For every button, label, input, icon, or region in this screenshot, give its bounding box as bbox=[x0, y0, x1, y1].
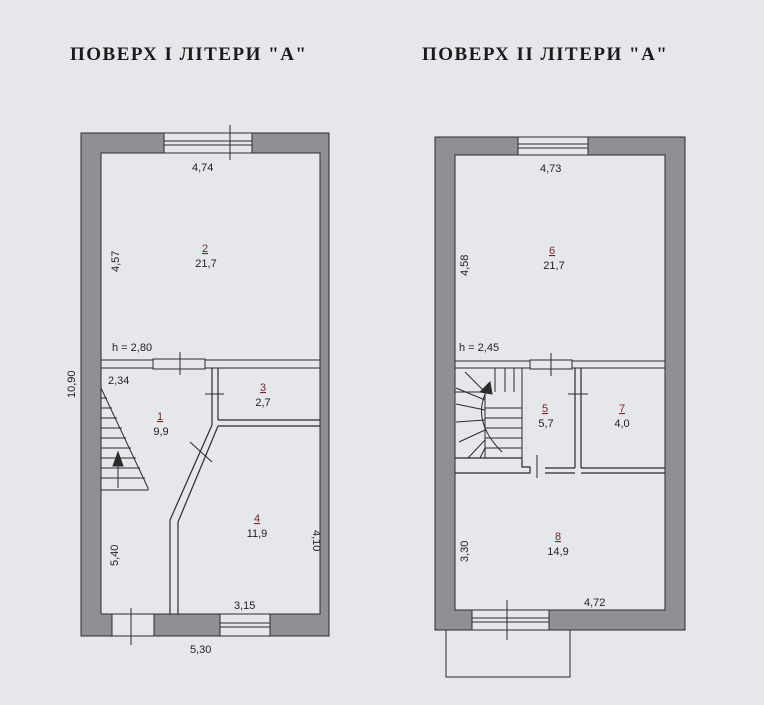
room-4-area: 11,9 bbox=[247, 528, 268, 540]
room-1-number: 1 bbox=[157, 411, 163, 423]
floor-1-height-label: h = 2,80 bbox=[112, 342, 152, 354]
room-7-area: 4,0 bbox=[614, 418, 629, 430]
floor-1-dim-bottom-inner: 3,15 bbox=[234, 600, 255, 612]
room-8-number: 8 bbox=[555, 531, 561, 543]
room-1-area: 9,9 bbox=[153, 426, 168, 438]
room-5-area: 5,7 bbox=[538, 418, 553, 430]
floor-2-dim-left-lower: 3,30 bbox=[459, 541, 471, 562]
room-3-number: 3 bbox=[260, 382, 266, 394]
floor-2-title: ПОВЕРХ ІІ ЛІТЕРИ "А" bbox=[422, 44, 669, 65]
floor-2-height-label: h = 2,45 bbox=[459, 342, 499, 354]
floor-1-interior-walls bbox=[169, 368, 320, 614]
floor-1-title: ПОВЕРХ І ЛІТЕРИ "А" bbox=[70, 44, 308, 65]
room-2-number: 2 bbox=[202, 243, 208, 255]
room-3-area: 2,7 bbox=[255, 397, 270, 409]
room-4-number: 4 bbox=[254, 513, 260, 525]
floor-1-dim-inner-width: 2,34 bbox=[108, 375, 129, 387]
floor-2-dim-top-width: 4,73 bbox=[540, 163, 561, 175]
floor-1-window-bottom bbox=[219, 613, 271, 637]
floor-1-plan: 4,74 4,57 10,90 h = 2,80 2,34 5,40 4,10 … bbox=[66, 125, 330, 656]
floor-2-dim-left-upper: 4,58 bbox=[459, 255, 471, 276]
floor-1-dim-left-upper: 4,57 bbox=[110, 251, 122, 272]
floor-1-dim-right-lower: 4,10 bbox=[310, 530, 322, 551]
floor-2-interior-walls bbox=[455, 368, 665, 474]
floor-1-dim-bottom-total: 5,30 bbox=[190, 644, 211, 656]
floor-1-interior-wall-horizontal bbox=[100, 359, 321, 369]
floor-2-plan: 4,73 4,58 h = 2,45 3,30 4,72 6 21,7 5 5,… bbox=[434, 136, 686, 678]
floor-2-dim-bottom-width: 4,72 bbox=[584, 597, 605, 609]
floor-2-staircase bbox=[455, 367, 523, 459]
room-2-area: 21,7 bbox=[195, 258, 216, 270]
floor-2-porch-outline bbox=[445, 630, 571, 678]
floor-1-window-top bbox=[163, 132, 253, 154]
room-7-number: 7 bbox=[619, 403, 625, 415]
room-6-area: 21,7 bbox=[543, 260, 564, 272]
floor-2-balcony-door bbox=[471, 609, 550, 631]
room-6-number: 6 bbox=[549, 245, 555, 257]
floor-1-entrance-door bbox=[111, 613, 155, 637]
room-8-area: 14,9 bbox=[547, 546, 568, 558]
floor-1-dim-top-width: 4,74 bbox=[192, 162, 213, 174]
floor-1-dim-left-lower: 5,40 bbox=[109, 545, 121, 566]
floor-1-dim-total-height: 10,90 bbox=[66, 370, 78, 398]
floor-2-window-top bbox=[517, 136, 589, 156]
floor-1-staircase bbox=[100, 387, 149, 491]
room-5-number: 5 bbox=[542, 403, 548, 415]
